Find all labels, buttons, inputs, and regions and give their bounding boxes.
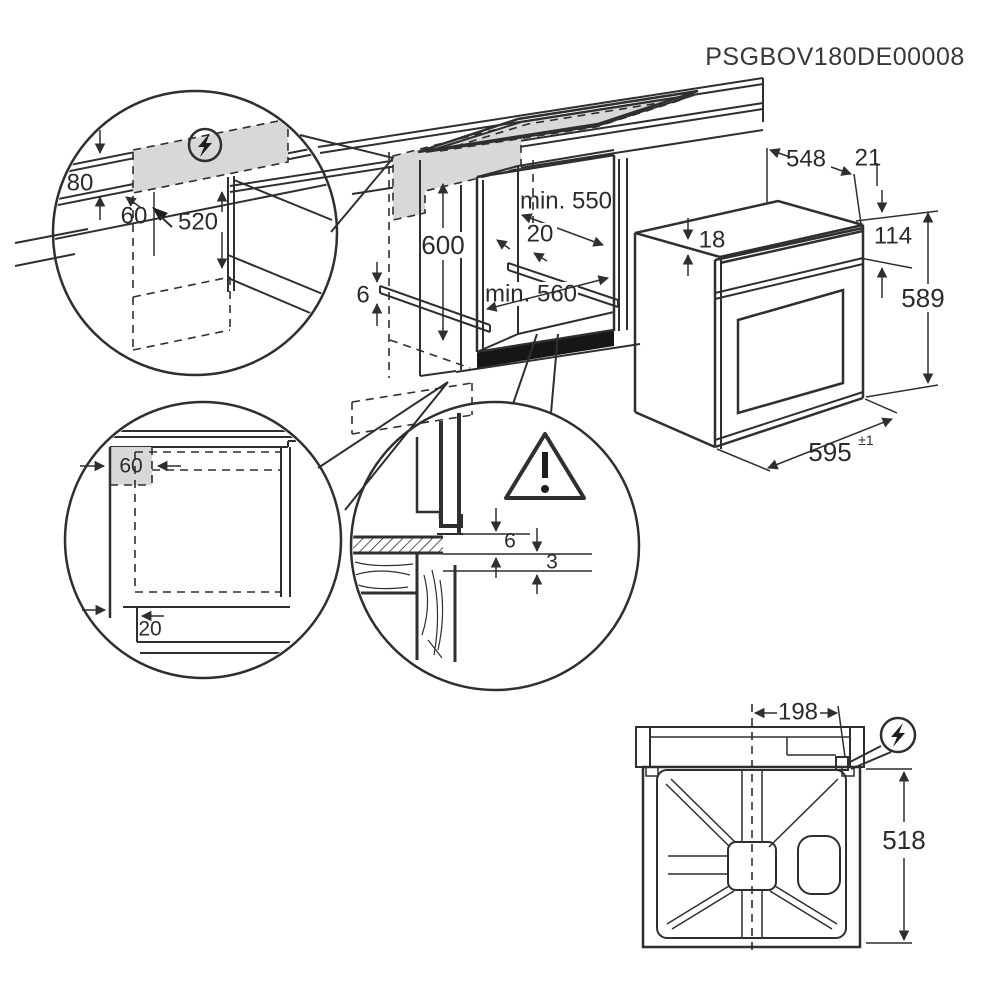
cabinet-niche: [351, 149, 641, 435]
pointer-arrow-icon: [152, 207, 168, 221]
left-support-rail: [379, 285, 491, 333]
dim-niche-depth: min. 550: [520, 188, 612, 215]
callout-wedge-electrical: [299, 134, 394, 233]
dim-oven-top-depth: 548: [786, 146, 826, 173]
dim-trim-gap-upper: 6: [504, 530, 516, 553]
detail-circle-door-trim: 6 3: [349, 400, 641, 692]
lightning-bolt-icon: [198, 133, 212, 157]
lightning-bolt-icon: [891, 723, 905, 747]
dim-rail-offset: 20: [527, 221, 554, 248]
dim-oven-top-recess: 18: [699, 227, 726, 254]
dim-topview-depth: 518: [882, 825, 925, 855]
dim-plinth-recess: 20: [138, 618, 161, 641]
callout-wedge-warning: [512, 333, 559, 414]
oven-door-window: [736, 288, 845, 415]
oven-dimensions: 548 21 18 114 589 595 ±1: [682, 145, 949, 472]
dim-setback-60: 60: [121, 203, 148, 230]
niche-dimensions: 600 min. 550 20 6 min. 560: [356, 182, 612, 342]
top-view: 198 518: [635, 699, 928, 956]
electrical-connection-icon: [187, 127, 223, 163]
dim-side-top-gap: 60: [119, 455, 142, 478]
plinth-vent-strip: [477, 331, 614, 368]
dim-oven-width: 595: [808, 437, 851, 467]
back-panel-embossing: [665, 770, 841, 938]
dim-trim-gap-lower: 3: [546, 551, 558, 574]
dim-oven-width-tolerance: ±1: [858, 432, 874, 448]
dim-height-520: 520: [178, 209, 218, 236]
dim-oven-panel-height: 114: [874, 223, 912, 250]
warning-icon: [504, 432, 586, 500]
control-panel: [714, 257, 864, 300]
dim-oven-rear-gap: 21: [855, 145, 882, 172]
page-title: PSGBOV180DE00008: [705, 43, 965, 71]
dim-connection-offset: 198: [778, 699, 818, 726]
dim-oven-height: 589: [901, 283, 944, 313]
dim-rail-thickness: 6: [356, 282, 369, 309]
oven-perspective: 548 21 18 114 589 595 ±1: [633, 145, 949, 472]
callout-wedge-side-section: [317, 381, 449, 511]
hob-cutout: [392, 89, 699, 221]
dim-clearance-80: 80: [67, 170, 94, 197]
electrical-connection-icon-topview: [847, 716, 917, 770]
dim-niche-width: min. 560: [485, 281, 577, 308]
dim-niche-height: 600: [421, 230, 464, 260]
main-scene: 600 min. 550 20 6 min. 560: [14, 77, 764, 511]
connection-box: [835, 756, 849, 771]
detail-circle-electrical-connection: 80 60 520: [51, 89, 339, 377]
detail-circle-side-section: 60 20: [63, 400, 343, 680]
